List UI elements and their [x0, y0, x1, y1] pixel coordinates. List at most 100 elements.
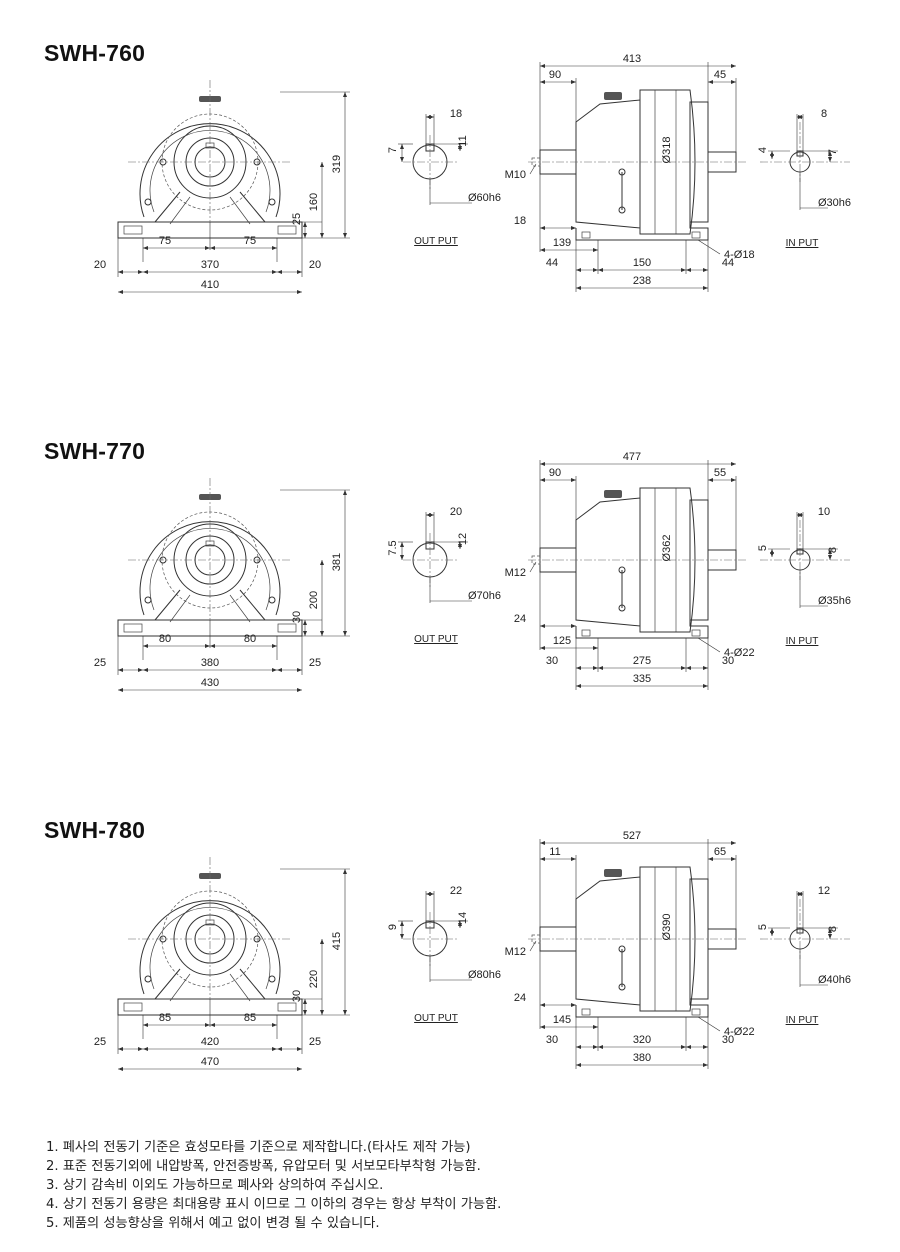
arrow-head — [731, 462, 736, 466]
bolt-icon — [268, 975, 276, 983]
arrow-head — [118, 1067, 123, 1071]
leader-line — [529, 163, 537, 175]
arrow-head — [593, 268, 598, 272]
dimension-label: 30 — [291, 990, 303, 1002]
arrow-head — [571, 624, 576, 628]
dimension-label: 200 — [308, 591, 320, 609]
input-label: IN PUT — [786, 238, 819, 249]
oil-drain-icon — [618, 604, 626, 612]
dimension-label: 30 — [291, 611, 303, 623]
model-title-3: SWH-780 — [44, 817, 146, 843]
arrow-head — [400, 542, 404, 547]
dimension-label: Ø362 — [661, 535, 673, 562]
dimension-label: Ø390 — [661, 914, 673, 941]
housing-inner — [149, 907, 271, 990]
arrow-head — [429, 892, 434, 896]
dimension-label: 85 — [244, 1012, 256, 1024]
dimension-label: 7 — [387, 147, 399, 153]
model-title-1: SWH-760 — [44, 40, 146, 66]
dimension-label: 4-Ø22 — [724, 1026, 755, 1038]
bolt-icon — [268, 596, 276, 604]
dimension-label: 370 — [201, 259, 219, 271]
arrow-head — [138, 668, 143, 672]
note-item: 2. 표준 전동기외에 내압방폭, 안전증방폭, 유압모터 및 서보모타부착형 … — [46, 1159, 481, 1174]
arrow-head — [303, 222, 307, 227]
dimension-label: 415 — [331, 932, 343, 950]
arrow-head — [593, 646, 598, 650]
motor-body — [639, 866, 696, 1012]
arrow-head — [576, 268, 581, 272]
output-label: OUT PUT — [414, 1013, 458, 1024]
dimension-label: 18 — [450, 108, 462, 120]
dimension-label: Ø70h6 — [468, 590, 501, 602]
dimension-label: 335 — [633, 673, 651, 685]
dimension-label: Ø35h6 — [818, 595, 851, 607]
dimension-label: 18 — [514, 215, 526, 227]
arrow-head — [320, 939, 324, 944]
dimension-label: 20 — [309, 259, 321, 271]
arrow-head — [143, 644, 148, 648]
dimension-label: 20 — [450, 506, 462, 518]
arrow-head — [138, 1047, 143, 1051]
arrow-head — [205, 644, 210, 648]
dimension-label: 24 — [514, 613, 526, 625]
arrow-head — [277, 1047, 282, 1051]
leader-line — [697, 239, 721, 255]
base-foot — [123, 225, 143, 235]
dimension-label: Ø318 — [661, 137, 673, 164]
support-rib — [229, 973, 251, 1002]
support-rib — [239, 589, 266, 621]
dimension-label: Ø60h6 — [468, 192, 501, 204]
leader-line — [697, 1016, 721, 1032]
dimension-label: 25 — [309, 1036, 321, 1048]
arrow-head — [303, 999, 307, 1004]
dimension-label: 30 — [546, 1034, 558, 1046]
bolt-icon — [144, 198, 152, 206]
arrow-head — [143, 270, 148, 274]
base-foot — [691, 1008, 701, 1016]
dimension-label: 25 — [94, 1036, 106, 1048]
dimension-label: 44 — [546, 257, 558, 269]
dimension-label: 30 — [546, 655, 558, 667]
support-rib — [239, 191, 266, 223]
arrow-head — [118, 270, 123, 274]
dimension-label: 275 — [633, 655, 651, 667]
arrow-head — [343, 1010, 347, 1015]
arrow-head — [828, 928, 832, 933]
dimension-label: 25 — [291, 213, 303, 225]
base-foot — [123, 623, 143, 633]
arrow-head — [681, 1045, 686, 1049]
arrow-head — [118, 290, 123, 294]
oil-gauge-icon — [618, 566, 626, 574]
gear-housing — [575, 876, 641, 1006]
dimension-label: 20 — [94, 259, 106, 271]
dimension-label: 320 — [633, 1034, 651, 1046]
arrow-head — [540, 226, 545, 230]
dimension-label: 8 — [821, 108, 827, 120]
dimension-label: Ø30h6 — [818, 197, 851, 209]
dimension-label: 319 — [331, 155, 343, 173]
arrow-head — [143, 246, 148, 250]
dimension-label: 238 — [633, 275, 651, 287]
arrow-head — [272, 1023, 277, 1027]
arrow-head — [540, 857, 545, 861]
dimension-label: 30 — [722, 1034, 734, 1046]
arrow-head — [593, 1045, 598, 1049]
motor-body — [639, 487, 696, 633]
arrow-head — [798, 513, 803, 517]
arrow-head — [703, 666, 708, 670]
dimension-label: 8 — [827, 547, 839, 553]
arrow-head — [118, 668, 123, 672]
dimension-label: 125 — [553, 635, 571, 647]
arrow-head — [458, 544, 462, 549]
dimension-label: 10 — [818, 506, 830, 518]
